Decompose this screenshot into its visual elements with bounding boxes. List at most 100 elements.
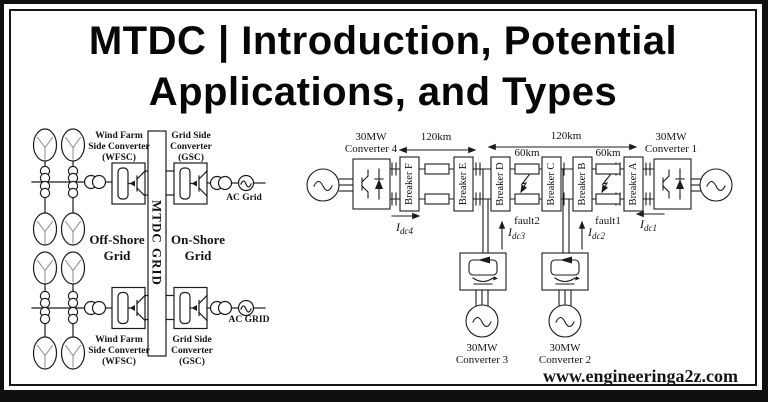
wind-turbine-icon <box>32 212 58 246</box>
cable-segment-fault2: 60km fault2 <box>514 147 540 227</box>
breaker-b-label: Breaker B <box>577 163 588 206</box>
breaker-f: Breaker F <box>399 156 420 212</box>
wfsc-bottom-label: (WFSC) <box>102 356 136 367</box>
mtdc-bus-bar: MTDC GRID <box>147 130 167 357</box>
breaker-e-label: Breaker E <box>458 163 469 205</box>
converter-2-label: 30MW <box>549 342 581 354</box>
wfsc-top-label: Wind Farm <box>95 131 143 141</box>
offshore-grid-label: Off-Shore <box>89 232 145 247</box>
transformer-icon <box>39 306 51 325</box>
gsc-top-label: Converter <box>170 142 212 152</box>
svg-text:Idc3: Idc3 <box>507 225 525 241</box>
current-idc1: Idc1 <box>635 210 665 233</box>
converter-4-label: Converter 4 <box>345 143 398 155</box>
fault-lightning-icon <box>521 175 529 192</box>
converter-3-icon <box>459 252 507 291</box>
ac-source-icon <box>237 299 255 317</box>
breaker-d-label: Breaker D <box>495 162 506 206</box>
wind-turbine-icon <box>60 128 86 162</box>
converter-1-label: 30MW <box>655 131 687 143</box>
ac-grid-top-label: AC Grid <box>226 193 262 203</box>
current-idc4: Idc4 <box>391 212 421 236</box>
ac-source-icon <box>237 174 255 192</box>
converter-3-label: 30MW <box>466 342 498 354</box>
distance-60km-label: 60km <box>595 147 621 159</box>
breaker-e: Breaker E <box>453 156 474 212</box>
mtdc-bar-label: MTDC GRID <box>150 200 165 286</box>
mtdc-grid-diagram: MTDC GRID <box>31 128 270 370</box>
gsc-bottom-label: (GSC) <box>179 356 205 367</box>
gsc-converter-icon <box>173 286 208 330</box>
wind-turbine-icon <box>32 336 58 370</box>
terminal-3: 30MW Converter 3 <box>456 252 509 366</box>
converter-1-label: Converter 1 <box>645 143 697 155</box>
gsc-top-label: Grid Side <box>171 131 210 141</box>
tap-lines <box>482 168 570 254</box>
breaker-c: Breaker C <box>541 156 562 212</box>
fault-lightning-icon <box>602 175 610 192</box>
breaker-a-label: Breaker A <box>628 162 639 205</box>
breaker-a: Breaker A <box>623 156 644 212</box>
wind-farm-top <box>31 128 113 246</box>
ac-grid-top-link <box>206 174 266 192</box>
converter-4-label: 30MW <box>355 131 387 143</box>
offshore-grid-label: Grid <box>104 248 131 263</box>
ac-source-icon <box>699 168 733 202</box>
ac-source-icon <box>548 304 582 338</box>
breaker-d: Breaker D <box>490 156 511 212</box>
distance-120km-label: 120km <box>551 130 582 142</box>
current-idc2: Idc2 <box>578 220 605 250</box>
breaker-b: Breaker B <box>572 156 593 212</box>
wind-turbine-icon <box>32 251 58 285</box>
svg-text:Idc1: Idc1 <box>639 217 657 233</box>
converter-4-icon <box>352 158 391 210</box>
title-line-1: MTDC | Introduction, Potential <box>88 19 678 63</box>
gsc-top-label: (GSC) <box>178 152 204 163</box>
breaker-f-label: Breaker F <box>404 163 415 205</box>
ac-source-icon <box>465 304 499 338</box>
wfsc-top-label: Side Converter <box>88 142 150 152</box>
cable-segment-fault1: 60km fault1 <box>595 147 621 227</box>
transformer-icon <box>209 300 233 316</box>
distance-span-right: 120km <box>487 130 638 151</box>
transformer-icon <box>67 290 79 309</box>
breaker-c-label: Breaker C <box>546 163 557 206</box>
wind-farm-bottom <box>31 251 113 370</box>
dc-links-bottom <box>144 294 175 321</box>
converter-1-icon <box>653 158 692 210</box>
svg-text:Idc4: Idc4 <box>395 220 413 236</box>
onshore-grid-label: Grid <box>185 248 212 263</box>
fault2-label: fault2 <box>514 215 540 227</box>
left-diagram-labels: Wind Farm Side Converter (WFSC) Grid Sid… <box>88 131 269 367</box>
converter-2-label: Converter 2 <box>539 354 591 366</box>
wfsc-converter-icon <box>111 286 146 330</box>
wfsc-converter-icon <box>111 162 146 205</box>
transformer-icon <box>67 306 79 325</box>
transformer-icon <box>39 290 51 309</box>
fault1-label: fault1 <box>595 215 621 227</box>
transformer-icon <box>67 180 79 199</box>
wfsc-top-label: (WFSC) <box>102 152 136 163</box>
onshore-grid-label: On-Shore <box>171 232 225 247</box>
distance-60km-label: 60km <box>514 147 540 159</box>
gsc-bottom-label: Grid Side <box>172 335 211 345</box>
transformer-icon <box>39 165 51 184</box>
terminal-4: 30MW Converter 4 <box>306 131 398 210</box>
gsc-converter-icon <box>173 162 208 205</box>
converter-3-label: Converter 3 <box>456 354 509 366</box>
transformer-icon <box>39 180 51 199</box>
terminal-2: 30MW Converter 2 <box>539 252 591 366</box>
transformer-icon <box>67 165 79 184</box>
distance-120km-label: 120km <box>421 131 452 143</box>
cable-segment <box>424 163 450 205</box>
gsc-bottom-label: Converter <box>171 346 213 356</box>
converter-2-icon <box>541 252 589 291</box>
wfsc-bottom-label: Wind Farm <box>95 335 143 345</box>
svg-text:Idc2: Idc2 <box>587 225 605 241</box>
distance-span-left: 120km <box>398 131 477 154</box>
terminal-1: 30MW Converter 1 <box>645 131 733 210</box>
wind-turbine-icon <box>60 251 86 285</box>
ac-grid-bottom-link <box>206 299 266 317</box>
current-idc3: Idc3 <box>498 220 525 250</box>
